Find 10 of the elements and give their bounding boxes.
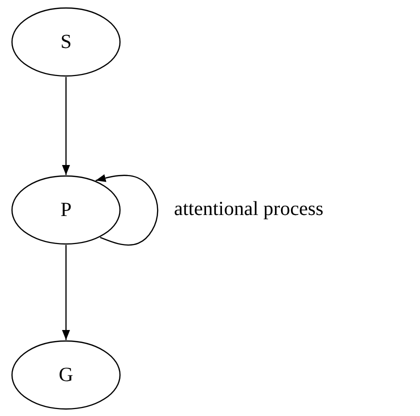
ellipse-node: [11, 175, 121, 245]
node-label: G: [58, 364, 74, 386]
self-loop-arrow: [96, 174, 158, 246]
arrow: [62, 245, 70, 340]
ellipse-node: [11, 7, 121, 77]
node-label: P: [60, 198, 72, 222]
node-label: S: [60, 30, 72, 54]
edge-label: attentional process: [174, 198, 324, 221]
arrow: [62, 77, 70, 175]
ellipse-node: [11, 340, 121, 410]
